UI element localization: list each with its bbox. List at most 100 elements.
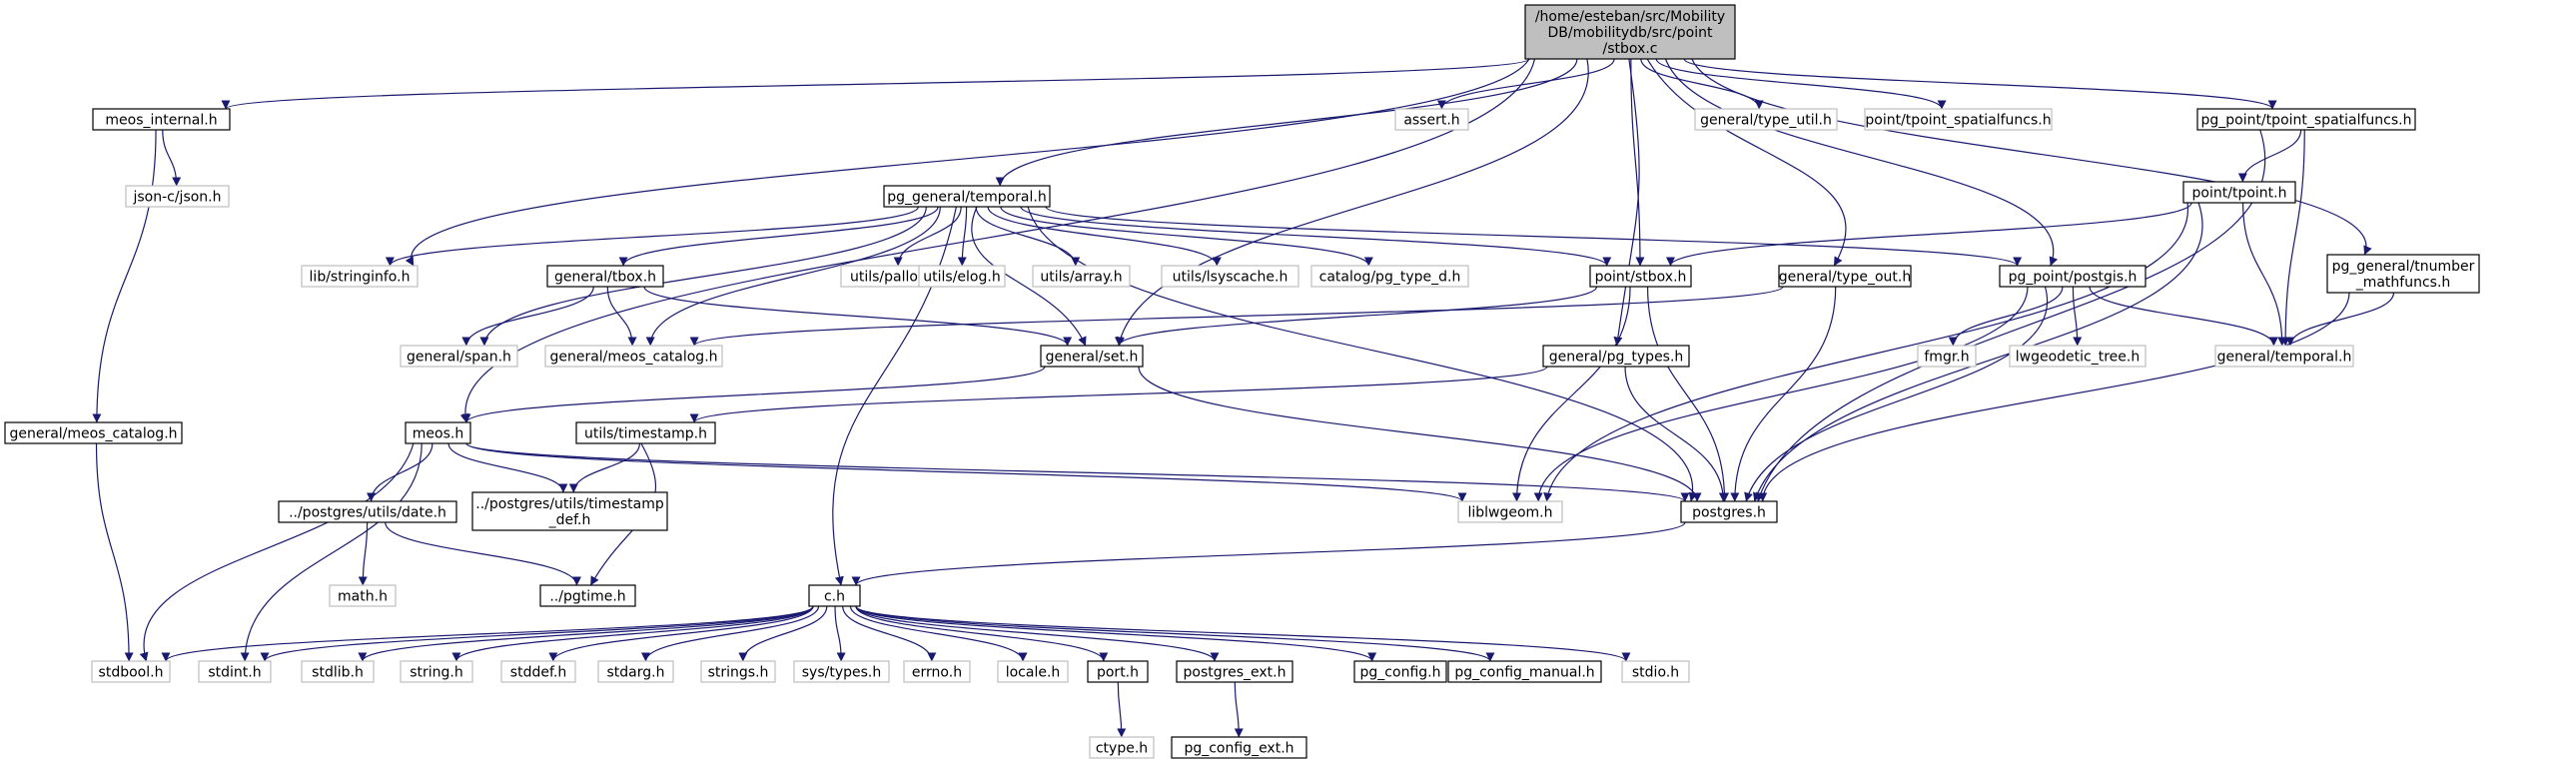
node-meos-internal-h[interactable]: meos_internal.h: [92, 108, 231, 131]
node-label: c.h: [824, 589, 845, 605]
edge-pg_point_tpoint_spatialfuncs_h-to-general_temporal_h: [2280, 129, 2305, 347]
node-c-h[interactable]: c.h: [808, 584, 861, 607]
node-box: [1394, 108, 1469, 131]
node-general-pg-types-h[interactable]: general/pg_types.h: [1542, 345, 1690, 368]
node-box: [700, 660, 776, 683]
node-pgtime-h[interactable]: ../pgtime.h: [539, 584, 636, 607]
node-general-type-out-h[interactable]: general/type_out.h: [1778, 265, 1912, 288]
edge-root-to-pg_general_temporal_h: [995, 58, 1578, 187]
node-label: stdarg.h: [607, 665, 665, 681]
node-box: [1999, 265, 2147, 288]
edge-root-to-point_stbox_h: [1630, 58, 1645, 267]
node-json-c-json-h[interactable]: json-c/json.h: [125, 185, 230, 208]
node-postgres-utils-timestamp[interactable]: ../postgres/utils/timestamp_def.h: [471, 491, 668, 531]
node-stdint-h[interactable]: stdint.h: [198, 660, 272, 683]
edge-point_tpoint_h-to-liblwgeom_h: [1543, 202, 2188, 502]
node-box: [1176, 660, 1293, 683]
node-pg-general-temporal-h[interactable]: pg_general/temporal.h: [883, 185, 1051, 208]
node-liblwgeom-h[interactable]: liblwgeom.h: [1457, 500, 1563, 523]
edge-pg_general_temporal_h-to-general_meos_catalog_h: [645, 206, 941, 347]
node-box: [1310, 265, 1469, 288]
node-sys-types-h[interactable]: sys/types.h: [793, 660, 890, 683]
node-general-type-util-h[interactable]: general/type_util.h: [1694, 108, 1838, 131]
node-box: [808, 584, 861, 607]
node-pg-general-tnumber[interactable]: pg_general/tnumber_mathfuncs.h: [2326, 254, 2480, 294]
node-ctype-h[interactable]: ctype.h: [1089, 736, 1155, 759]
edge-meos_h-to-liblwgeom_h: [465, 442, 1467, 502]
node-pg-config-ext-h[interactable]: pg_config_ext.h: [1171, 736, 1307, 759]
edge-pg_point_postgis_h-to-postgres_h: [1744, 286, 2049, 502]
node-fmgr-h[interactable]: fmgr.h: [1917, 345, 1977, 368]
node-stdbool-h[interactable]: stdbool.h: [91, 660, 171, 683]
node-port-h[interactable]: port.h: [1087, 660, 1149, 683]
node-catalog-pg-type-d-h[interactable]: catalog/pg_type_d.h: [1310, 265, 1469, 288]
edge-postgres_ext_h-to-pg_config_ext_h: [1234, 681, 1244, 738]
edge-meos_h-to-stdint_h: [240, 442, 423, 662]
node-label: postgres_ext.h: [1184, 665, 1287, 681]
node-pg-config-h[interactable]: pg_config.h: [1353, 660, 1447, 683]
node-label: string.h: [410, 665, 463, 681]
node-meos-h[interactable]: meos.h: [405, 421, 471, 444]
node-string-h[interactable]: string.h: [400, 660, 473, 683]
node-box: [1621, 660, 1690, 683]
node-stdlib-h[interactable]: stdlib.h: [301, 660, 375, 683]
node-general-span-h[interactable]: general/span.h: [400, 345, 518, 368]
node-box: [500, 660, 576, 683]
node-utils-timestamp-h[interactable]: utils/timestamp.h: [575, 421, 716, 444]
edge-general_tbox_h-to-general_set_h: [643, 286, 1073, 347]
node-root[interactable]: /home/esteban/src/MobilityDB/mobilitydb/…: [1524, 4, 1736, 60]
edge-root-to-meos_internal_h: [221, 58, 1530, 110]
node-math-h[interactable]: math.h: [329, 584, 397, 607]
node-box: [400, 660, 473, 683]
node-utils-lsyscache-h[interactable]: utils/lsyscache.h: [1161, 265, 1299, 288]
node-postgres-ext-h[interactable]: postgres_ext.h: [1176, 660, 1293, 683]
node-pg-config-manual-h[interactable]: pg_config_manual.h: [1447, 660, 1602, 683]
edge-pg_general_temporal_h-to-postgres_h: [1027, 206, 1698, 502]
node-box: [793, 660, 890, 683]
node-label: meos_internal.h: [105, 113, 217, 129]
node-postgres-utils-date-h[interactable]: ../postgres/utils/date.h: [278, 500, 457, 523]
node-box: [1864, 108, 2053, 131]
edge-pg_general_temporal_h-to-pg_point_postgis_h: [1045, 206, 2022, 267]
node-general-tbox-h[interactable]: general/tbox.h: [546, 265, 664, 288]
node-box: [1680, 500, 1778, 523]
node-box: [471, 491, 668, 531]
node-general-meos-catalog-h[interactable]: general/meos_catalog.h: [544, 345, 723, 368]
node-label: general/type_util.h: [1700, 113, 1832, 129]
node-general-set-h[interactable]: general/set.h: [1040, 345, 1144, 368]
edge-c_h-to-stdbool_h: [161, 605, 814, 662]
edge-pg_point_postgis_h-to-lwgeodetic_tree_h: [2072, 286, 2083, 347]
node-pg-point-postgis-h[interactable]: pg_point/postgis.h: [1999, 265, 2147, 288]
node-stdarg-h[interactable]: stdarg.h: [597, 660, 674, 683]
node-label: stdint.h: [208, 665, 261, 681]
node-lib-stringinfo-h[interactable]: lib/stringinfo.h: [301, 265, 419, 288]
node-postgres-h[interactable]: postgres.h: [1680, 500, 1778, 523]
node-label: meos.h: [413, 426, 463, 442]
node-utils-elog-h[interactable]: utils/elog.h: [918, 265, 1006, 288]
node-stddef-h[interactable]: stddef.h: [500, 660, 576, 683]
node-point-tpoint-spatialfuncs-h[interactable]: point/tpoint_spatialfuncs.h: [1864, 108, 2053, 131]
edge-c_h-to-pg_config_h: [855, 605, 1377, 662]
node-errno-h[interactable]: errno.h: [903, 660, 971, 683]
node-lwgeodetic-tree-h[interactable]: lwgeodetic_tree.h: [2009, 345, 2147, 368]
node-pg-point-tpoint-spatialfuncs-h[interactable]: pg_point/tpoint_spatialfuncs.h: [2196, 108, 2416, 131]
node-box: [2196, 108, 2416, 131]
node-box: [1589, 265, 1692, 288]
node-strings-h[interactable]: strings.h: [700, 660, 776, 683]
node-box: [1087, 660, 1149, 683]
node-label: json-c/json.h: [132, 190, 221, 206]
edge-c_h-to-pg_config_manual_h: [855, 605, 1495, 662]
node-general-meos-catalog-h-left[interactable]: general/meos_catalog.h: [4, 421, 183, 444]
edge-port_h-to-ctype_h: [1117, 681, 1127, 738]
node-utils-array-h[interactable]: utils/array.h: [1032, 265, 1131, 288]
node-label: stdlib.h: [312, 665, 364, 681]
node-point-stbox-h[interactable]: point/stbox.h: [1589, 265, 1692, 288]
node-label: pg_config_manual.h: [1454, 665, 1594, 681]
node-assert-h[interactable]: assert.h: [1394, 108, 1469, 131]
edge-pg_point_postgis_h-to-fmgr_h: [1948, 286, 2064, 347]
node-stdio-h[interactable]: stdio.h: [1621, 660, 1690, 683]
edge-pg_general_tnumber-to-general_temporal_h: [2285, 292, 2395, 347]
node-point-tpoint-h[interactable]: point/tpoint.h: [2182, 181, 2296, 204]
node-general-temporal-h[interactable]: general/temporal.h: [2214, 345, 2354, 368]
node-locale-h[interactable]: locale.h: [997, 660, 1069, 683]
